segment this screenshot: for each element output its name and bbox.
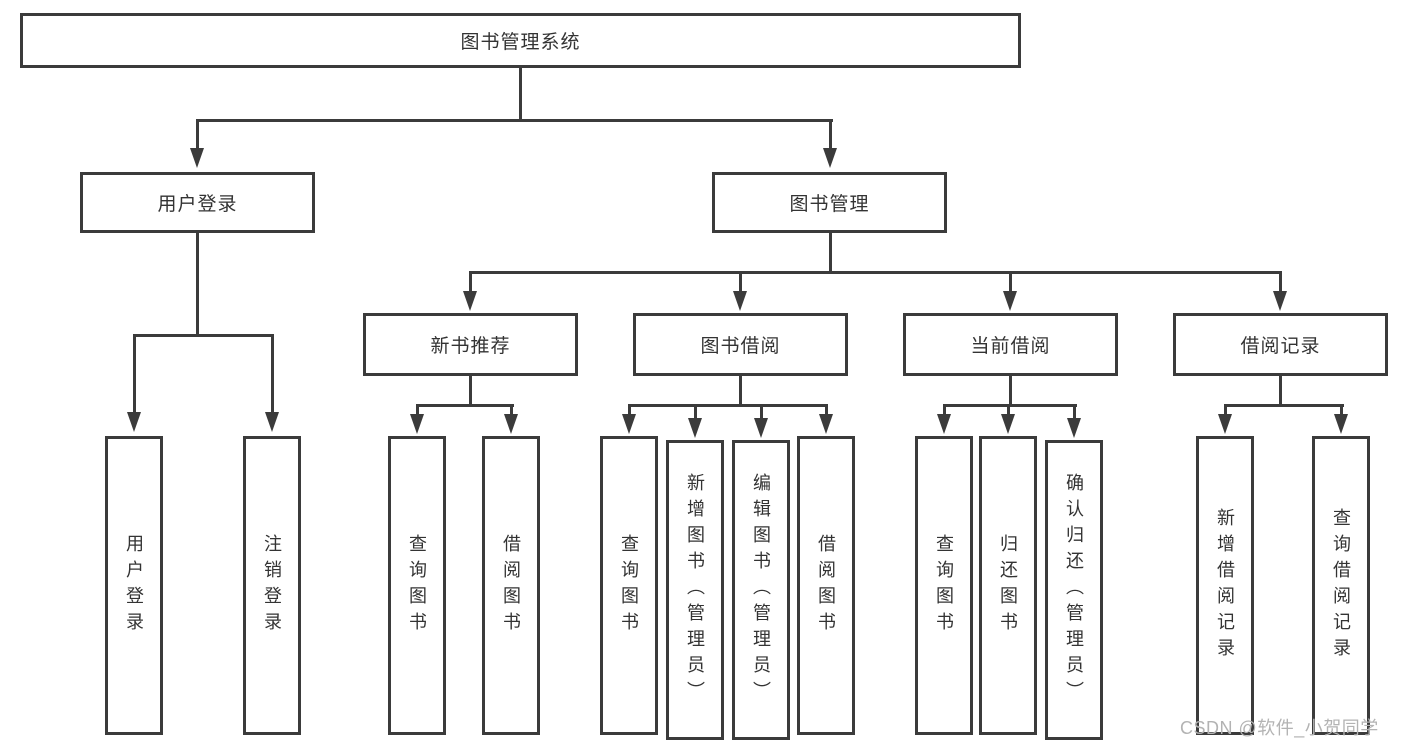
connector-line — [416, 404, 514, 407]
node-book-borrow-label: 图书借阅 — [700, 336, 781, 357]
connector-line — [1279, 271, 1282, 293]
connector-line — [469, 271, 1282, 274]
arrowhead-down-icon — [823, 148, 837, 168]
connector-line — [469, 271, 472, 293]
leaf-bb-borrow-books-label: 借阅图书 — [816, 533, 836, 638]
connector-line — [628, 404, 631, 417]
connector-line — [760, 404, 763, 421]
leaf-bb-add-books-admin: 新增图书（管理员） — [666, 440, 724, 740]
node-book-management-label: 图书管理 — [789, 194, 870, 215]
leaf-user-login-label: 用户登录 — [124, 533, 144, 638]
leaf-cb-return-books: 归还图书 — [979, 436, 1037, 735]
connector-line — [510, 404, 513, 417]
leaf-bb-query-books-label: 查询图书 — [619, 533, 639, 638]
connector-line — [133, 334, 136, 414]
connector-line — [133, 334, 274, 337]
arrowhead-down-icon — [1067, 418, 1081, 438]
leaf-br-query-record-label: 查询借阅记录 — [1331, 507, 1351, 664]
arrowhead-down-icon — [819, 414, 833, 434]
connector-line — [943, 404, 1077, 407]
connector-line — [943, 404, 946, 417]
arrowhead-down-icon — [733, 291, 747, 311]
arrowhead-down-icon — [190, 148, 204, 168]
node-new-book-recommend-label: 新书推荐 — [430, 336, 511, 357]
connector-line — [1279, 374, 1282, 407]
leaf-bb-edit-books-admin: 编辑图书（管理员） — [732, 440, 790, 740]
leaf-bb-borrow-books: 借阅图书 — [797, 436, 855, 735]
arrowhead-down-icon — [754, 418, 768, 438]
leaf-br-add-record-label: 新增借阅记录 — [1215, 507, 1235, 664]
leaf-bb-edit-books-admin-label: 编辑图书（管理员） — [751, 473, 771, 707]
leaf-logout: 注销登录 — [243, 436, 301, 735]
node-book-borrow: 图书借阅 — [633, 313, 848, 376]
connector-line — [739, 271, 742, 293]
leaf-cb-query-books: 查询图书 — [915, 436, 973, 735]
connector-line — [196, 230, 199, 336]
arrowhead-down-icon — [127, 412, 141, 432]
node-new-book-recommend: 新书推荐 — [363, 313, 578, 376]
leaf-nb-query-books: 查询图书 — [388, 436, 446, 735]
arrowhead-down-icon — [265, 412, 279, 432]
arrowhead-down-icon — [463, 291, 477, 311]
connector-line — [196, 119, 199, 150]
leaf-cb-confirm-return-admin: 确认归还（管理员） — [1045, 440, 1103, 740]
connector-line — [416, 404, 419, 417]
node-current-borrow: 当前借阅 — [903, 313, 1118, 376]
leaf-br-add-record: 新增借阅记录 — [1196, 436, 1254, 735]
arrowhead-down-icon — [622, 414, 636, 434]
connector-line — [1009, 374, 1012, 407]
connector-line — [271, 334, 274, 414]
leaf-user-login: 用户登录 — [105, 436, 163, 735]
arrowhead-down-icon — [1218, 414, 1232, 434]
connector-line — [829, 230, 832, 273]
leaf-cb-query-books-label: 查询图书 — [934, 533, 954, 638]
arrowhead-down-icon — [1003, 291, 1017, 311]
connector-line — [196, 119, 833, 122]
connector-line — [694, 404, 697, 421]
leaf-cb-return-books-label: 归还图书 — [998, 533, 1018, 638]
leaf-br-query-record: 查询借阅记录 — [1312, 436, 1370, 735]
leaf-bb-query-books: 查询图书 — [600, 436, 658, 735]
connector-line — [739, 374, 742, 407]
connector-line — [1073, 404, 1076, 421]
arrowhead-down-icon — [937, 414, 951, 434]
arrowhead-down-icon — [1334, 414, 1348, 434]
arrowhead-down-icon — [1273, 291, 1287, 311]
leaf-bb-add-books-admin-label: 新增图书（管理员） — [685, 473, 705, 707]
connector-line — [1007, 404, 1010, 417]
connector-line — [825, 404, 828, 417]
leaf-nb-borrow-books-label: 借阅图书 — [501, 533, 521, 638]
connector-line — [519, 68, 522, 122]
connector-line — [1009, 271, 1012, 293]
connector-line — [1340, 404, 1343, 417]
node-borrow-records-label: 借阅记录 — [1240, 336, 1321, 357]
node-current-borrow-label: 当前借阅 — [970, 336, 1051, 357]
node-library-system: 图书管理系统 — [20, 13, 1021, 68]
leaf-nb-borrow-books: 借阅图书 — [482, 436, 540, 735]
csdn-watermark: CSDN @软件_小贺同学 — [1180, 718, 1379, 738]
node-user-login-label: 用户登录 — [157, 194, 238, 215]
node-book-management: 图书管理 — [712, 172, 947, 233]
leaf-logout-label: 注销登录 — [262, 533, 282, 638]
arrowhead-down-icon — [1001, 414, 1015, 434]
arrowhead-down-icon — [410, 414, 424, 434]
connector-line — [628, 404, 828, 407]
leaf-cb-confirm-return-admin-label: 确认归还（管理员） — [1064, 473, 1084, 707]
connector-line — [1224, 404, 1227, 417]
arrowhead-down-icon — [504, 414, 518, 434]
connector-line — [469, 374, 472, 407]
node-user-login: 用户登录 — [80, 172, 315, 233]
leaf-nb-query-books-label: 查询图书 — [407, 533, 427, 638]
node-library-system-label: 图书管理系统 — [460, 32, 581, 53]
connector-line — [829, 119, 832, 150]
arrowhead-down-icon — [688, 418, 702, 438]
connector-line — [1224, 404, 1344, 407]
node-borrow-records: 借阅记录 — [1173, 313, 1388, 376]
